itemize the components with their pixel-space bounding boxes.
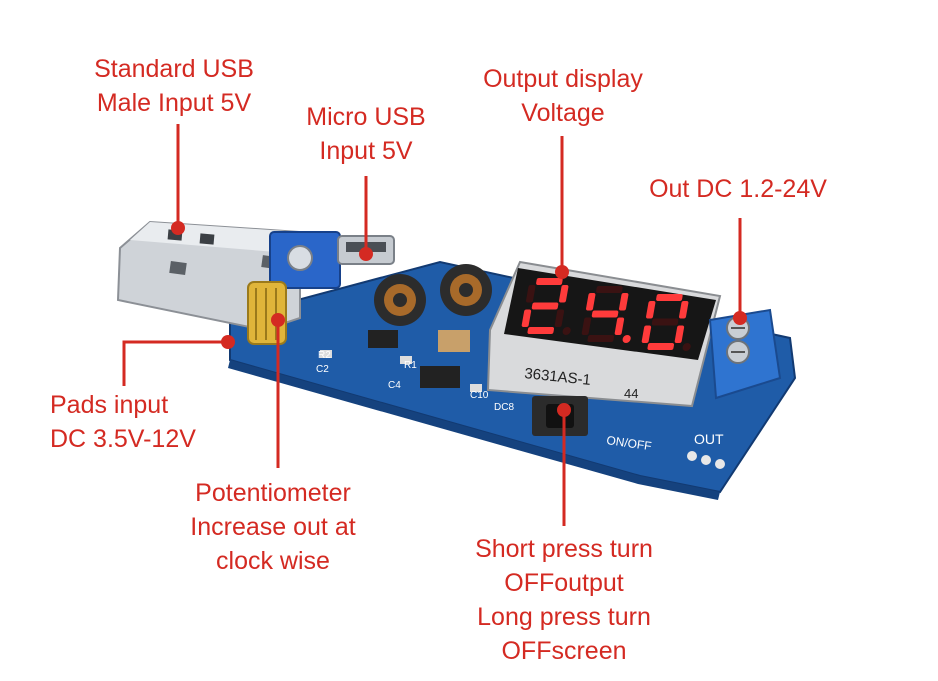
led-segment (554, 309, 565, 327)
out-pad-1 (687, 451, 697, 461)
display-code-text: 44 (624, 386, 638, 401)
onoff-push-button (532, 396, 588, 436)
label-pads-input: Pads input DC 3.5V-12V (50, 391, 196, 453)
silk-c2: C2 (316, 364, 329, 375)
led-segment (581, 317, 592, 335)
label-output-display: Output display Voltage (483, 65, 643, 127)
ic-chip-1 (368, 330, 398, 348)
led-digit (581, 286, 631, 343)
smd-1 (320, 350, 332, 358)
led-segment (619, 293, 629, 311)
led-segment (674, 325, 685, 343)
pointer-dot-micro-usb (359, 247, 373, 261)
led-segment (521, 309, 532, 327)
led-segment (596, 286, 623, 293)
led-segment (647, 343, 675, 350)
pointer-dot-out-dc (733, 311, 747, 325)
led-segment (559, 285, 569, 303)
out-pad-3 (715, 459, 725, 469)
led-digits (521, 278, 691, 351)
onoff-silk-text: ON/OFF (606, 433, 653, 453)
silk-r1: R1 (404, 360, 417, 371)
label-usb-male: Standard USB Male Input 5V (94, 55, 254, 117)
led-segment (646, 301, 656, 319)
out-silk-text: OUT (694, 431, 724, 447)
led-decimal-point (622, 335, 631, 343)
led-segment (586, 293, 596, 311)
led-segment (587, 335, 615, 342)
led-segment (641, 325, 652, 343)
capacitor-1 (438, 330, 470, 352)
led-segment (651, 318, 679, 326)
label-button: Short press turn OFFoutput Long press tu… (475, 535, 653, 665)
silk-dc8: DC8 (494, 402, 514, 413)
led-segment (531, 302, 559, 310)
silk-c10: C10 (470, 390, 489, 401)
led-decimal-point (682, 343, 691, 351)
pointer-dot-display (555, 265, 569, 279)
pointer-dot-button (557, 403, 571, 417)
pointer-pads-input (122, 340, 226, 386)
silk-r2: R2 (318, 350, 331, 361)
led-segment (679, 301, 689, 319)
pcb-edge (228, 360, 720, 500)
pointer-dot-pads-input (221, 335, 235, 349)
led-segment (536, 278, 563, 285)
led-segment (591, 310, 619, 318)
pointer-dot-usb-male (171, 221, 185, 235)
led-digit (521, 278, 571, 335)
label-potentiometer: Potentiometer Increase out at clock wise (190, 479, 356, 575)
pointer-dot-potentiometer (271, 313, 285, 327)
silk-c4: C4 (388, 380, 401, 391)
smd-2 (400, 356, 412, 364)
ic-chip-2 (420, 366, 460, 388)
smd-3 (470, 384, 482, 392)
display-model-text: 3631AS-1 (524, 365, 592, 389)
out-pad-2 (701, 455, 711, 465)
label-micro-usb: Micro USB Input 5V (306, 103, 426, 165)
led-digit (641, 294, 691, 351)
led-segment (526, 285, 536, 303)
inductor-2 (440, 264, 492, 316)
led-segment (527, 327, 555, 334)
led-decimal-point (562, 327, 571, 335)
label-out-dc: Out DC 1.2-24V (649, 175, 827, 203)
inductor-1 (374, 274, 426, 326)
led-segment (656, 294, 683, 301)
led-display-module (486, 260, 722, 408)
led-segment (614, 317, 625, 335)
